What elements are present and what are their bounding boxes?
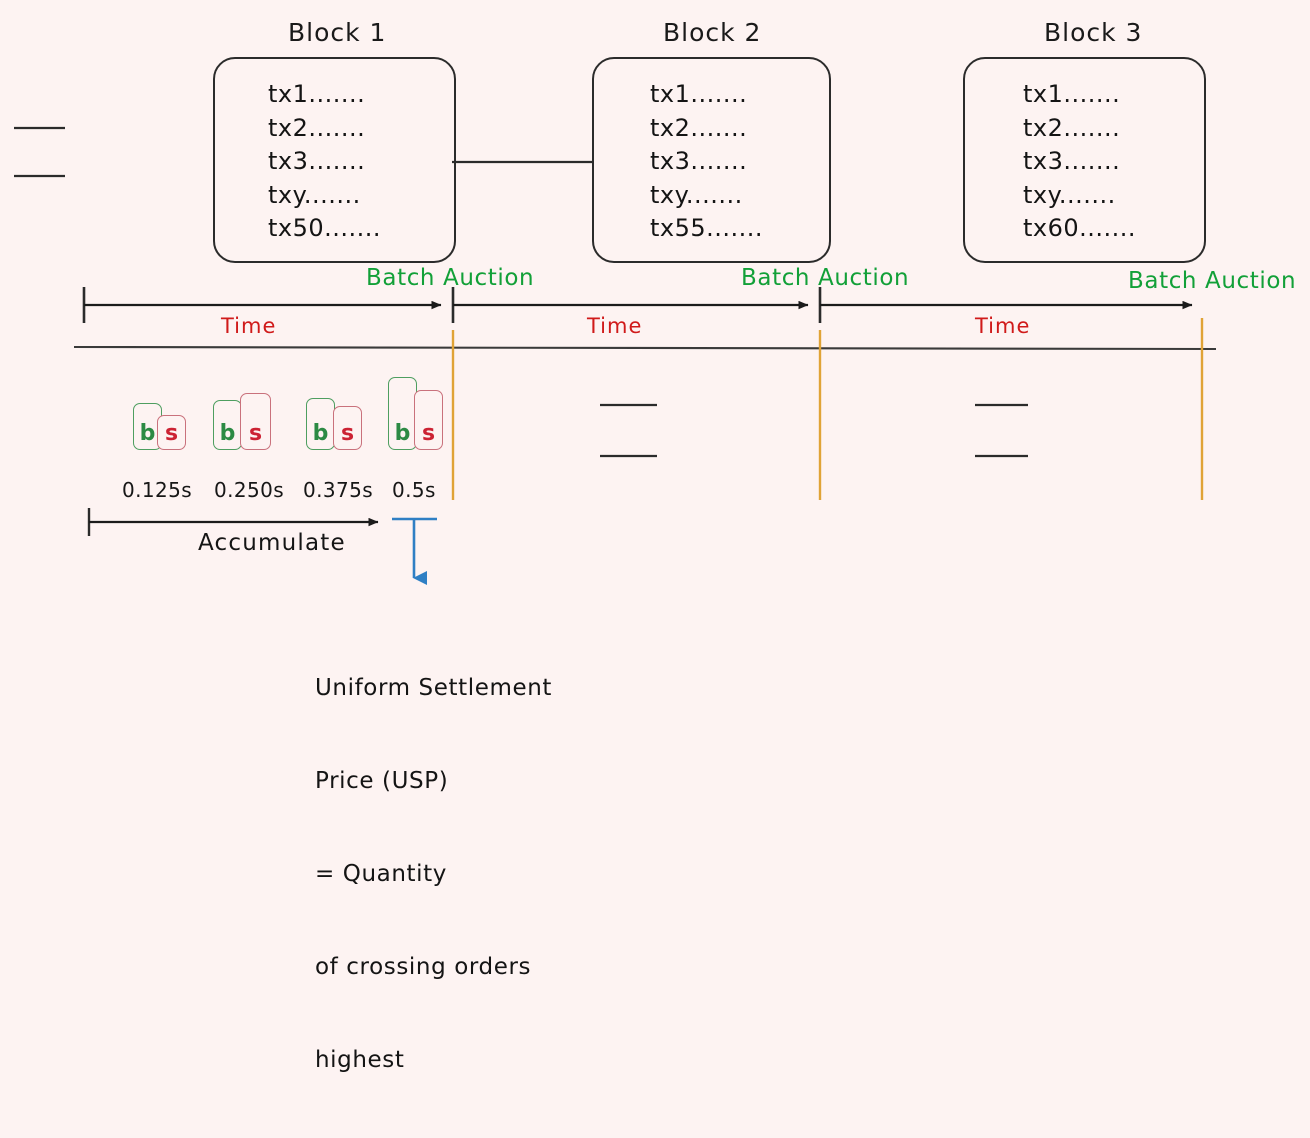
tx-line: tx1....... [268,80,366,108]
order-sell-label: s [248,421,263,446]
usp-line: highest [315,1047,405,1073]
tx-line: tx2....... [1023,113,1121,142]
block-tx-list-2: tx1....... tx2....... tx3....... txy....… [650,78,850,246]
order-time-label-2: 0.250s [214,478,285,502]
usp-line: Price (USP) [315,768,449,794]
time-label-3: Time [975,314,1031,338]
order-buy-label: b [312,421,329,446]
time-label-2: Time [587,314,643,338]
order-buy-label: b [394,421,411,446]
order-time-label-4: 0.5s [392,478,436,502]
tx-line: tx1....... [650,80,748,108]
accumulate-label: Accumulate [198,530,346,556]
order-sell-label: s [340,421,355,446]
order-buy-box-3: b [306,398,335,450]
block-box-2 [592,57,831,263]
usp-line: = Quantity [315,861,447,887]
usp-line: of crossing orders [315,954,532,980]
batch-auction-label-2: Batch Auction [741,265,910,291]
block-title-3: Block 3 [1044,18,1143,47]
tx-line: txy....... [268,180,361,209]
diagram-canvas: Block 1 tx1....... tx2....... tx3.......… [14,18,1297,1073]
tx-line: tx2....... [268,113,366,142]
block-title-2: Block 2 [663,18,762,47]
block-title-1: Block 1 [288,18,387,47]
block-box-3 [963,57,1206,263]
order-sell-box-4: s [414,390,443,450]
baseline-rule [73,345,1217,351]
order-sell-box-1: s [157,415,186,450]
order-buy-label: b [219,421,236,446]
order-time-label-3: 0.375s [303,478,374,502]
tx-line: tx50....... [268,214,382,242]
order-buy-box-4: b [388,377,417,450]
batch-auction-label-1: Batch Auction [366,265,535,291]
time-label-1: Time [221,314,277,338]
tx-line: tx2....... [650,113,748,142]
tx-line: txy....... [1023,180,1116,209]
tx-line: tx3....... [1023,147,1121,175]
order-sell-box-2: s [240,393,271,450]
order-sell-box-3: s [333,406,362,450]
tx-line: tx3....... [268,147,366,175]
usp-text-block: Uniform Settlement Price (USP) = Quantit… [315,611,735,1138]
tx-line: tx1....... [1023,80,1121,108]
order-sell-label: s [164,421,179,446]
block-tx-list-3: tx1....... tx2....... tx3....... txy....… [1023,78,1223,246]
order-time-label-1: 0.125s [122,478,193,502]
tx-line: tx3....... [650,147,748,175]
tx-line: tx55....... [650,214,764,242]
batch-auction-label-3: Batch Auction [1128,268,1297,294]
diagram-strokes [14,126,1217,585]
order-buy-label: b [139,421,156,446]
block-box-1 [213,57,456,263]
usp-line: Uniform Settlement [315,675,553,701]
block-tx-list-1: tx1....... tx2....... tx3....... txy....… [268,78,468,246]
order-sell-label: s [421,421,436,446]
order-buy-box-2: b [213,400,242,450]
tx-line: tx60....... [1023,214,1137,242]
tx-line: txy....... [650,180,743,209]
